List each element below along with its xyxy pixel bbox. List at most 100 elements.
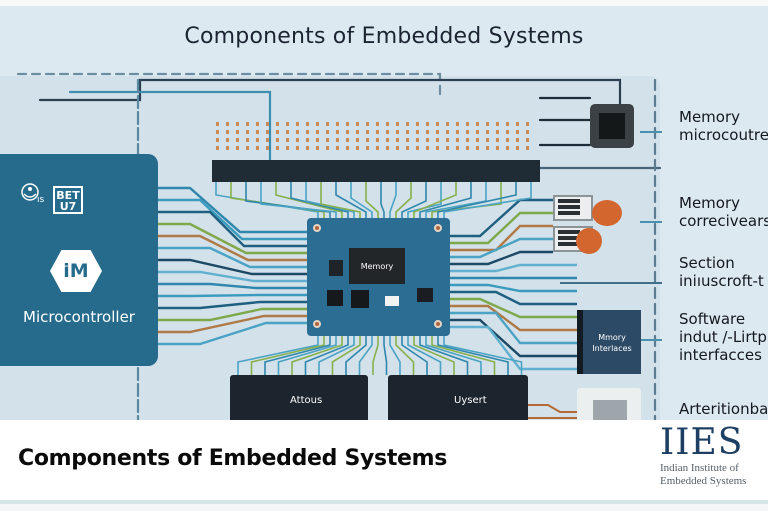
logo-subtitle-2: Embedded Systems <box>660 475 747 487</box>
trace <box>158 258 307 276</box>
header-pin <box>406 122 409 126</box>
header-pin <box>496 122 499 126</box>
header-pin <box>506 122 509 126</box>
trace <box>365 182 379 218</box>
memory-board[interactable]: Memory <box>307 218 450 336</box>
logo-subtitle-1: Indian Institute of <box>660 462 739 474</box>
header-pin <box>256 130 259 134</box>
header-pin <box>416 146 419 150</box>
header-to-memory-traces <box>215 182 532 218</box>
trace <box>450 304 577 332</box>
header-pin <box>356 130 359 134</box>
small-ic <box>329 260 343 276</box>
trace <box>450 250 553 266</box>
header-pins <box>216 122 529 150</box>
caption-title: Components of Embedded Systems <box>18 446 448 471</box>
trace <box>395 336 415 375</box>
trace <box>450 211 553 245</box>
header-pin <box>316 146 319 150</box>
engineer-illustration <box>576 228 602 254</box>
header-pin <box>386 138 389 142</box>
trace <box>372 336 379 375</box>
header-pin <box>246 122 249 126</box>
trace <box>443 182 532 218</box>
header-pin <box>246 146 249 150</box>
trace <box>450 311 577 345</box>
header-pin <box>466 146 469 150</box>
header-pin <box>216 130 219 134</box>
header-pin <box>216 138 219 142</box>
header-pin <box>526 138 529 142</box>
header-pin <box>476 138 479 142</box>
iface-label-2: Interlaces <box>592 344 632 353</box>
header-pin <box>366 130 369 134</box>
header-pin <box>406 138 409 142</box>
header-pin <box>526 130 529 134</box>
header-pin <box>346 122 349 126</box>
memory-interfaces-box[interactable]: Mmory Interlaces <box>577 310 641 374</box>
label-line: microcoutre <box>679 126 768 144</box>
header-pin <box>256 122 259 126</box>
trace <box>413 182 457 218</box>
mounting-hole <box>313 320 321 328</box>
header-pin <box>496 146 499 150</box>
mcu-badge: iM <box>50 250 102 292</box>
mounting-hole <box>434 320 442 328</box>
trace <box>389 336 401 375</box>
label-line: indut /-Lirtp <box>679 328 767 346</box>
header-pin <box>326 138 329 142</box>
header-pin <box>386 122 389 126</box>
trace <box>450 198 553 238</box>
header-pin <box>356 122 359 126</box>
sensor-icon-text: ıs <box>37 195 45 205</box>
header-pin <box>326 130 329 134</box>
label-arbitration: Arteritionba <box>679 400 768 418</box>
header-pin <box>406 146 409 150</box>
trace <box>158 307 307 322</box>
iies-logo[interactable]: IIES Indian Institute of Embedded System… <box>660 424 768 488</box>
peripheral-board-label: Uysert <box>454 395 487 406</box>
trace <box>304 336 349 375</box>
peripheral-board-right[interactable]: Uysert <box>388 375 528 425</box>
trace <box>431 336 496 375</box>
button-matrix <box>327 290 343 306</box>
header-pin <box>376 122 379 126</box>
header-pin <box>436 122 439 126</box>
orange-trace <box>520 404 580 413</box>
header-pin <box>336 122 339 126</box>
trace <box>237 336 319 375</box>
header-pin <box>396 130 399 134</box>
label-line: correcivears <box>679 212 768 230</box>
header-pin <box>506 146 509 150</box>
trace <box>260 182 337 218</box>
io-module <box>577 388 641 424</box>
header-pin <box>476 146 479 150</box>
header-pin <box>226 146 229 150</box>
header-pin <box>276 138 279 142</box>
header-pin <box>506 138 509 142</box>
caption-bar: Components of Embedded Systems IIES Indi… <box>0 420 768 500</box>
trace <box>345 336 367 375</box>
header-pin <box>376 146 379 150</box>
mounting-hole <box>313 224 321 232</box>
header-pin <box>436 130 439 134</box>
mcu-to-memory-traces <box>158 186 307 346</box>
header-pin <box>286 138 289 142</box>
header-pin <box>266 146 269 150</box>
trace <box>450 325 577 371</box>
header-pin <box>346 146 349 150</box>
peripheral-board-left[interactable]: Attous <box>230 375 368 425</box>
trace <box>331 336 361 375</box>
header-pin <box>516 122 519 126</box>
header-pin <box>386 130 389 134</box>
regulator-ic <box>417 288 433 302</box>
header-pin <box>276 130 279 134</box>
trace <box>450 290 577 306</box>
header-pin <box>446 146 449 150</box>
header-pin <box>316 138 319 142</box>
trace <box>419 336 469 375</box>
microcontroller-block[interactable]: ıs BET U7 iM Microcontroller <box>0 154 158 366</box>
header-pin <box>286 122 289 126</box>
header-pin <box>486 146 489 150</box>
trace <box>437 336 509 375</box>
